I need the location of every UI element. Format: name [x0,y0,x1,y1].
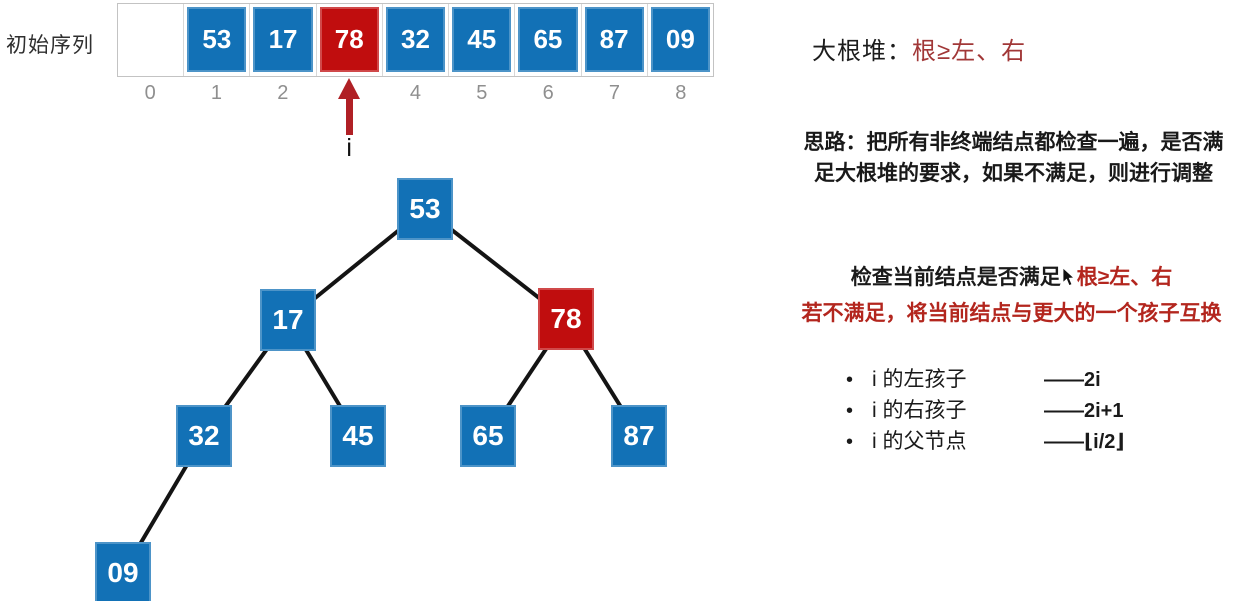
array-value-45: 45 [452,7,512,72]
array-cell: 65 [514,4,580,76]
tree-node-53: 53 [397,178,453,240]
array-value-65: 65 [518,7,578,72]
bullet-label: i 的父节点 [872,430,967,453]
tree-node-17: 17 [260,289,316,351]
tree-node-32: 32 [176,405,232,467]
max-heap-heading: 大根堆：根≥左、右 [812,31,1026,66]
array-value-78: 78 [319,7,379,72]
array-cell: 17 [249,4,315,76]
array-cell: 87 [580,4,647,76]
array-value-32: 32 [385,7,446,72]
array-index-label: 2 [277,82,289,104]
array-value-17: 17 [253,7,313,72]
bullet-formula: ——2i [1044,369,1101,391]
bullet-row: • i 的父节点 ——⌊i/2⌋ [846,425,1125,456]
array-index-label: 1 [210,82,223,104]
idea-line-1: 思路：把所有非终端结点都检查一遍，是否满 [803,131,1224,154]
tree-node-45: 45 [330,405,386,467]
child-index-bullet-list: • i 的左孩子 ——2i • i 的右孩子 ——2i+1 • i 的父节点 ——⌊i/2⌋ [846,363,1125,456]
pointer-arrow-icon [338,78,361,99]
array-value-09: 09 [650,7,710,72]
bullet-formula: ——2i+1 [1044,400,1124,422]
bullet-dot: • [846,400,854,422]
tree-node-78: 78 [538,288,594,350]
check-line-1: 检查当前结点是否满足 根≥左、右 [772,261,1251,297]
tree-node-65: 65 [460,405,516,467]
array-index-label: 8 [675,82,687,104]
mouse-cursor-icon [1062,264,1076,297]
max-heap-heading-black: 大根堆： [812,38,912,65]
bullet-formula: ——⌊i/2⌋ [1044,431,1125,453]
swap-instruction-line: 若不满足，将当前结点与更大的一个孩子互换 [801,302,1222,325]
array-cell: 32 [381,4,448,76]
array-cell: 53 [183,4,249,76]
tree-node-09: 09 [95,542,151,601]
array-cell: 45 [448,4,514,76]
bullet-row: • i 的左孩子 ——2i [846,363,1125,394]
max-heap-heading-red: 根≥左、右 [912,38,1027,65]
bullet-dot: • [846,431,854,453]
array-index-label: 6 [542,82,554,104]
initial-sequence-label: 初始序列 [6,34,94,57]
array-index-label: 7 [608,82,621,104]
check-line-black: 检查当前结点是否满足 [850,266,1061,289]
pointer-arrow-shaft [345,97,353,135]
check-line-red: 根≥左、右 [1076,266,1173,289]
array-index-label: 5 [476,82,488,104]
check-paragraph: 检查当前结点是否满足 根≥左、右 若不满足，将当前结点与更大的一个孩子互换 [772,261,1251,330]
array-index-row: 0 1 2 4 5 6 7 8 [117,81,714,105]
bullet-row: • i 的右孩子 ——2i+1 [846,394,1125,425]
tree-node-87: 87 [611,405,667,467]
idea-paragraph: 思路：把所有非终端结点都检查一遍，是否满 足大根堆的要求，如果不满足，则进行调整 [776,127,1251,189]
array-cell: 09 [646,4,713,76]
idea-line-2: 足大根堆的要求，如果不满足，则进行调整 [814,162,1213,185]
array-value-87: 87 [584,7,644,72]
pointer-label: i [346,134,352,162]
array-cell: 78 [315,4,382,76]
bullet-label: i 的左孩子 [872,368,967,391]
array-index-label: 4 [409,82,422,104]
bullet-label: i 的右孩子 [872,399,967,422]
bullet-dot: • [846,369,854,391]
array-value-53: 53 [187,7,247,72]
array-cell [118,4,183,76]
array-index-label: 0 [144,82,156,104]
